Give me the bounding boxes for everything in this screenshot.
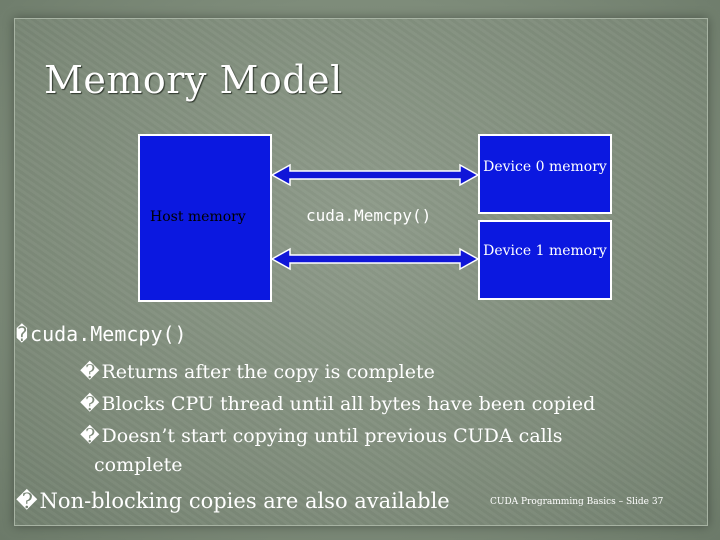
arrow-host-device0 — [270, 163, 480, 187]
sub-bullet-blocks: �Blocks CPU thread until all bytes have … — [80, 393, 595, 415]
arrow-host-device1 — [270, 247, 480, 271]
bullet-glyph: � — [16, 489, 38, 513]
bullet-glyph: � — [80, 425, 100, 447]
sub-bullet-returns: �Returns after the copy is complete — [80, 361, 435, 383]
device0-memory-box — [478, 134, 612, 214]
device1-memory-box — [478, 220, 612, 300]
host-memory-label: Host memory — [150, 209, 246, 225]
sub-bullet-doesnt-start-continued: complete — [94, 454, 183, 476]
bullet-text: cuda.Memcpy() — [30, 322, 187, 346]
bullet-text: Non-blocking copies are also available — [39, 489, 450, 513]
bullet-memcpy: �cuda.Memcpy() — [16, 322, 187, 346]
bullet-text: Doesn’t start copying until previous CUD… — [101, 425, 563, 447]
bullet-glyph: � — [80, 361, 100, 383]
bullet-non-blocking: �Non-blocking copies are also available — [16, 489, 450, 513]
slide-footer: CUDA Programming Basics – Slide 37 — [490, 497, 664, 507]
host-memory-box — [138, 134, 272, 302]
sub-bullet-doesnt-start: �Doesn’t start copying until previous CU… — [80, 425, 563, 447]
memcpy-label: cuda.Memcpy() — [306, 206, 432, 225]
slide-title: Memory Model — [44, 58, 343, 102]
bullet-glyph: � — [80, 393, 100, 415]
device0-memory-label: Device 0 memory — [483, 159, 607, 175]
bullet-text: Blocks CPU thread until all bytes have b… — [101, 393, 596, 415]
device1-memory-label: Device 1 memory — [483, 243, 607, 259]
bullet-text: Returns after the copy is complete — [101, 361, 435, 383]
bullet-glyph: � — [16, 322, 29, 346]
